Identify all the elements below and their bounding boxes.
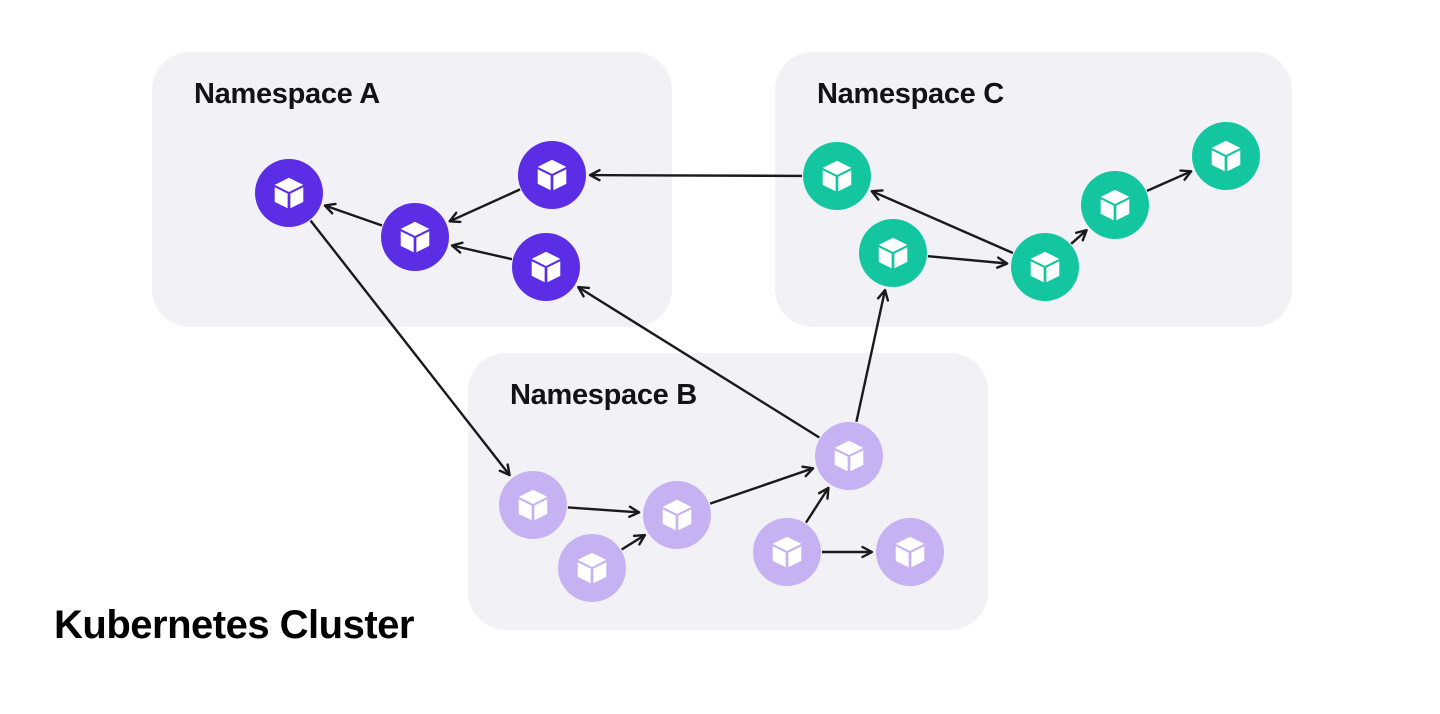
- edge-a2-a1: [323, 202, 383, 227]
- pod-c4: [1081, 171, 1149, 239]
- edge-c4-c5: [1146, 169, 1193, 192]
- cube-icon: [1211, 140, 1241, 172]
- cube-icon: [518, 489, 548, 521]
- pod-c3: [1011, 233, 1079, 301]
- namespace-label-c: Namespace C: [817, 78, 1004, 110]
- pod-b2: [558, 534, 626, 602]
- cube-icon: [1100, 189, 1130, 221]
- edge-c3-c4: [1070, 228, 1088, 245]
- namespace-label-a: Namespace A: [194, 78, 380, 110]
- pod-a2: [381, 203, 449, 271]
- edge-b3-b4: [709, 465, 815, 505]
- cube-icon: [878, 237, 908, 269]
- namespace-panel-a: Namespace A: [152, 52, 672, 327]
- edge-a3-a2: [448, 188, 521, 224]
- cube-icon: [772, 536, 802, 568]
- cube-icon: [662, 499, 692, 531]
- edge-c3-c1: [870, 189, 1014, 255]
- pod-a4: [512, 233, 580, 301]
- edge-a4-a2: [450, 241, 513, 261]
- pod-b3: [643, 481, 711, 549]
- pod-a3: [518, 141, 586, 209]
- pod-a1: [255, 159, 323, 227]
- cube-icon: [822, 160, 852, 192]
- edge-b4-c2: [855, 288, 890, 423]
- pod-b5: [753, 518, 821, 586]
- pod-c1: [803, 142, 871, 210]
- edge-c2-c3: [927, 255, 1009, 269]
- cube-icon: [531, 251, 561, 283]
- cube-icon: [577, 552, 607, 584]
- edge-c1-a3: [588, 168, 803, 182]
- cube-icon: [537, 159, 567, 191]
- namespace-label-b: Namespace B: [510, 379, 697, 411]
- edge-b5-b4: [804, 486, 830, 524]
- pod-b1: [499, 471, 567, 539]
- edge-b2-b3: [621, 533, 646, 551]
- edge-b4-a4: [577, 285, 820, 439]
- cube-icon: [834, 440, 864, 472]
- cube-icon: [274, 177, 304, 209]
- cube-icon: [895, 536, 925, 568]
- cube-icon: [1030, 251, 1060, 283]
- pod-b6: [876, 518, 944, 586]
- pod-c2: [859, 219, 927, 287]
- cube-icon: [400, 221, 430, 253]
- pod-c5: [1192, 122, 1260, 190]
- edge-b1-b3: [567, 505, 641, 518]
- edge-a1-b1: [309, 219, 511, 477]
- pod-b4: [815, 422, 883, 490]
- cluster-title: Kubernetes Cluster: [54, 603, 414, 647]
